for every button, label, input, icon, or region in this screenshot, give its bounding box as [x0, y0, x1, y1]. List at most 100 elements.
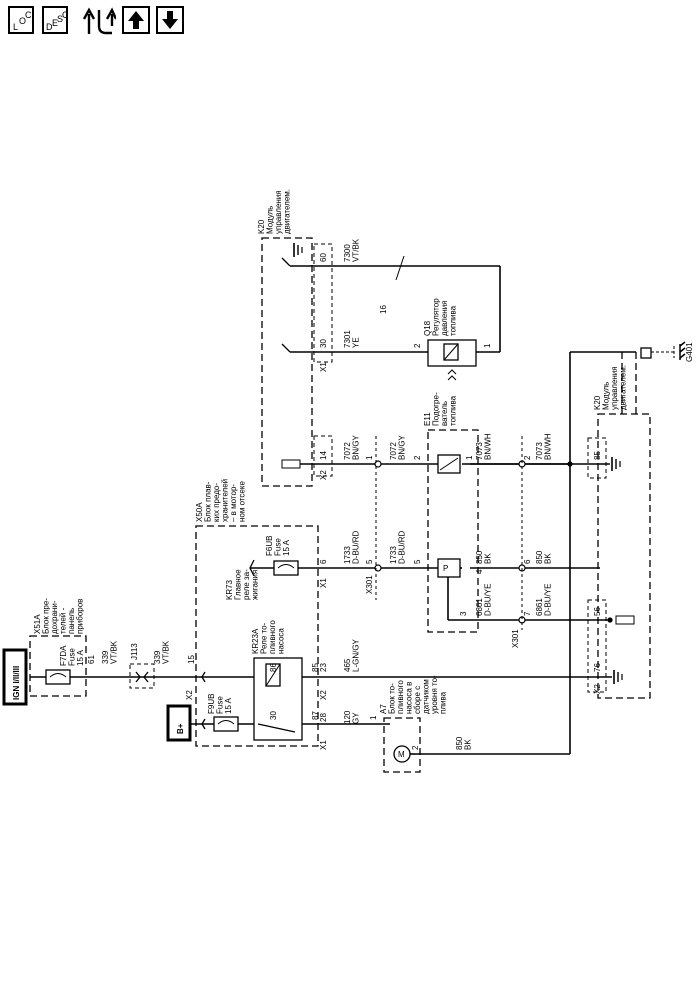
arrow-down-icon	[162, 11, 178, 29]
bplus-label: B+	[176, 723, 185, 734]
label-w1733a: 1733D-BU/RD	[343, 530, 361, 564]
label-w7301: 7301YE	[343, 330, 361, 348]
toolbar: L O C D E S C	[8, 6, 218, 40]
label-a7: A7Блок то-пливногонасоса всборе сдатчико…	[379, 675, 448, 714]
swap-arrows-button[interactable]	[82, 6, 118, 36]
label-f9ub: F9UBFuse15 A	[207, 694, 233, 714]
ign-label: IGN I/II/III	[12, 666, 21, 700]
label-w7072b: 7072BN/GY	[389, 434, 407, 460]
svg-text:P: P	[443, 564, 448, 573]
loc-letter-c: C	[25, 10, 32, 20]
label-pin86: 86	[269, 663, 278, 672]
arrow-down-button[interactable]	[156, 6, 184, 34]
label-w339a: 339VT/BK	[101, 640, 119, 664]
label-e11: E11Подогре-вательтоплива	[423, 392, 458, 426]
g401-splice	[640, 347, 652, 359]
a7-box	[383, 717, 421, 773]
label-x2c: X2	[319, 470, 328, 480]
label-w7072a: 7072BN/GY	[343, 434, 361, 460]
label-x2a: X2	[185, 690, 194, 700]
label-k20b: K20Модульуправлениядвигателем.	[593, 365, 628, 410]
label-pin87: 87	[311, 711, 320, 720]
desc-letter-c: C	[62, 10, 69, 20]
label-pin1a: 1	[365, 455, 374, 460]
label-j113: J113	[130, 643, 139, 660]
wires	[30, 265, 636, 755]
arrow-up-icon	[128, 11, 144, 29]
label-x1a: X1	[319, 578, 328, 588]
label-x301a: X301	[365, 575, 374, 594]
label-pin16: 16	[379, 305, 388, 314]
x50a-box	[195, 525, 319, 747]
label-q18: Q18Регулятордавлениятоплива	[423, 298, 458, 336]
label-k20a: K20Модульуправлениядвигателем.	[257, 189, 292, 234]
label-g401: G401	[685, 342, 694, 362]
label-pin7: 7	[523, 611, 532, 616]
desc-letter-s: S	[57, 14, 64, 24]
ground-icon	[613, 669, 623, 685]
label-x51a: X51AБлок пре-дохрани-телей -панельприбор…	[33, 598, 85, 634]
label-pin76: 76	[593, 663, 602, 672]
label-pin30: 30	[269, 711, 278, 720]
label-pin5b: 5	[413, 559, 422, 564]
label-pin_a7_2: 2	[411, 745, 420, 750]
k20-top-box	[261, 237, 313, 487]
label-kr23a: KR23AРеле то-пливногонасоса	[251, 620, 286, 654]
label-w15: 15	[187, 655, 196, 664]
e11-box	[427, 429, 479, 633]
label-pin23: 23	[319, 663, 328, 672]
label-pin56: 56	[593, 607, 602, 616]
label-w850a: 850BK	[455, 736, 473, 750]
labels-layer: X51AБлок пре-дохрани-телей -панельприбор…	[33, 189, 694, 750]
label-w339b: 339VT/BK	[153, 640, 171, 664]
x51a-box	[29, 635, 87, 697]
label-pin6: 6	[319, 559, 328, 564]
label-pin6b: 6	[523, 559, 532, 564]
label-pin2q: 2	[413, 343, 422, 348]
label-pin4: 4	[475, 569, 484, 574]
chassis-ground-icon	[679, 341, 686, 360]
fuse-f7da	[45, 669, 71, 685]
label-w6861a: 6861D-BU/YE	[475, 584, 493, 616]
ground-icon	[611, 456, 621, 472]
k20-bottom-box	[597, 413, 651, 699]
heater-switch	[437, 558, 461, 578]
desc-button[interactable]: D E S C	[42, 6, 69, 34]
label-w7073a: 7073BN/WH	[475, 433, 493, 460]
label-x2b: X2	[319, 690, 328, 700]
label-w7073b: 7073BN/WH	[535, 433, 553, 460]
desc-letter-d: D	[46, 22, 53, 32]
label-pin30b: 30	[319, 339, 328, 348]
label-pin_a7_1: 1	[369, 715, 378, 720]
label-w61: 61	[87, 655, 96, 664]
label-x1c: X1	[319, 362, 328, 372]
fuse-f6ub	[273, 560, 299, 576]
fuse-f9ub	[213, 716, 239, 732]
label-x1b: X1	[319, 740, 328, 750]
label-pin2e: 2	[413, 455, 422, 460]
label-f7da: F7DAFuse15 A	[59, 645, 85, 666]
label-x2d: X2	[593, 684, 602, 694]
label-pin3: 3	[459, 611, 468, 616]
ign-box	[2, 648, 28, 706]
label-w1733b: 1733D-BU/RD	[389, 530, 407, 564]
label-kr73: KR73Главноереле за-жигания	[225, 569, 260, 600]
label-pin85: 85	[311, 663, 320, 672]
label-f6ub: F6UBFuse15 A	[265, 536, 291, 556]
label-w850c: 850BK	[535, 550, 553, 564]
label-pin14: 14	[319, 451, 328, 460]
arrow-up-button[interactable]	[122, 6, 150, 34]
loc-letter-o: O	[19, 16, 27, 26]
loc-letter-l: L	[13, 22, 19, 32]
label-pin1e: 1	[465, 455, 474, 460]
swap-arrows-icon	[82, 7, 118, 35]
label-pin1q: 1	[483, 343, 492, 348]
loc-button[interactable]: L O C	[8, 6, 34, 34]
label-x50a: X50AБлок плав-ких предо-хранителей– в мо…	[195, 479, 247, 522]
label-w120: 120GY	[343, 710, 361, 724]
label-pin2b: 2	[523, 455, 532, 460]
label-pin5a: 5	[365, 559, 374, 564]
label-pin28: 28	[319, 713, 328, 722]
motor-letter: M	[398, 750, 405, 759]
